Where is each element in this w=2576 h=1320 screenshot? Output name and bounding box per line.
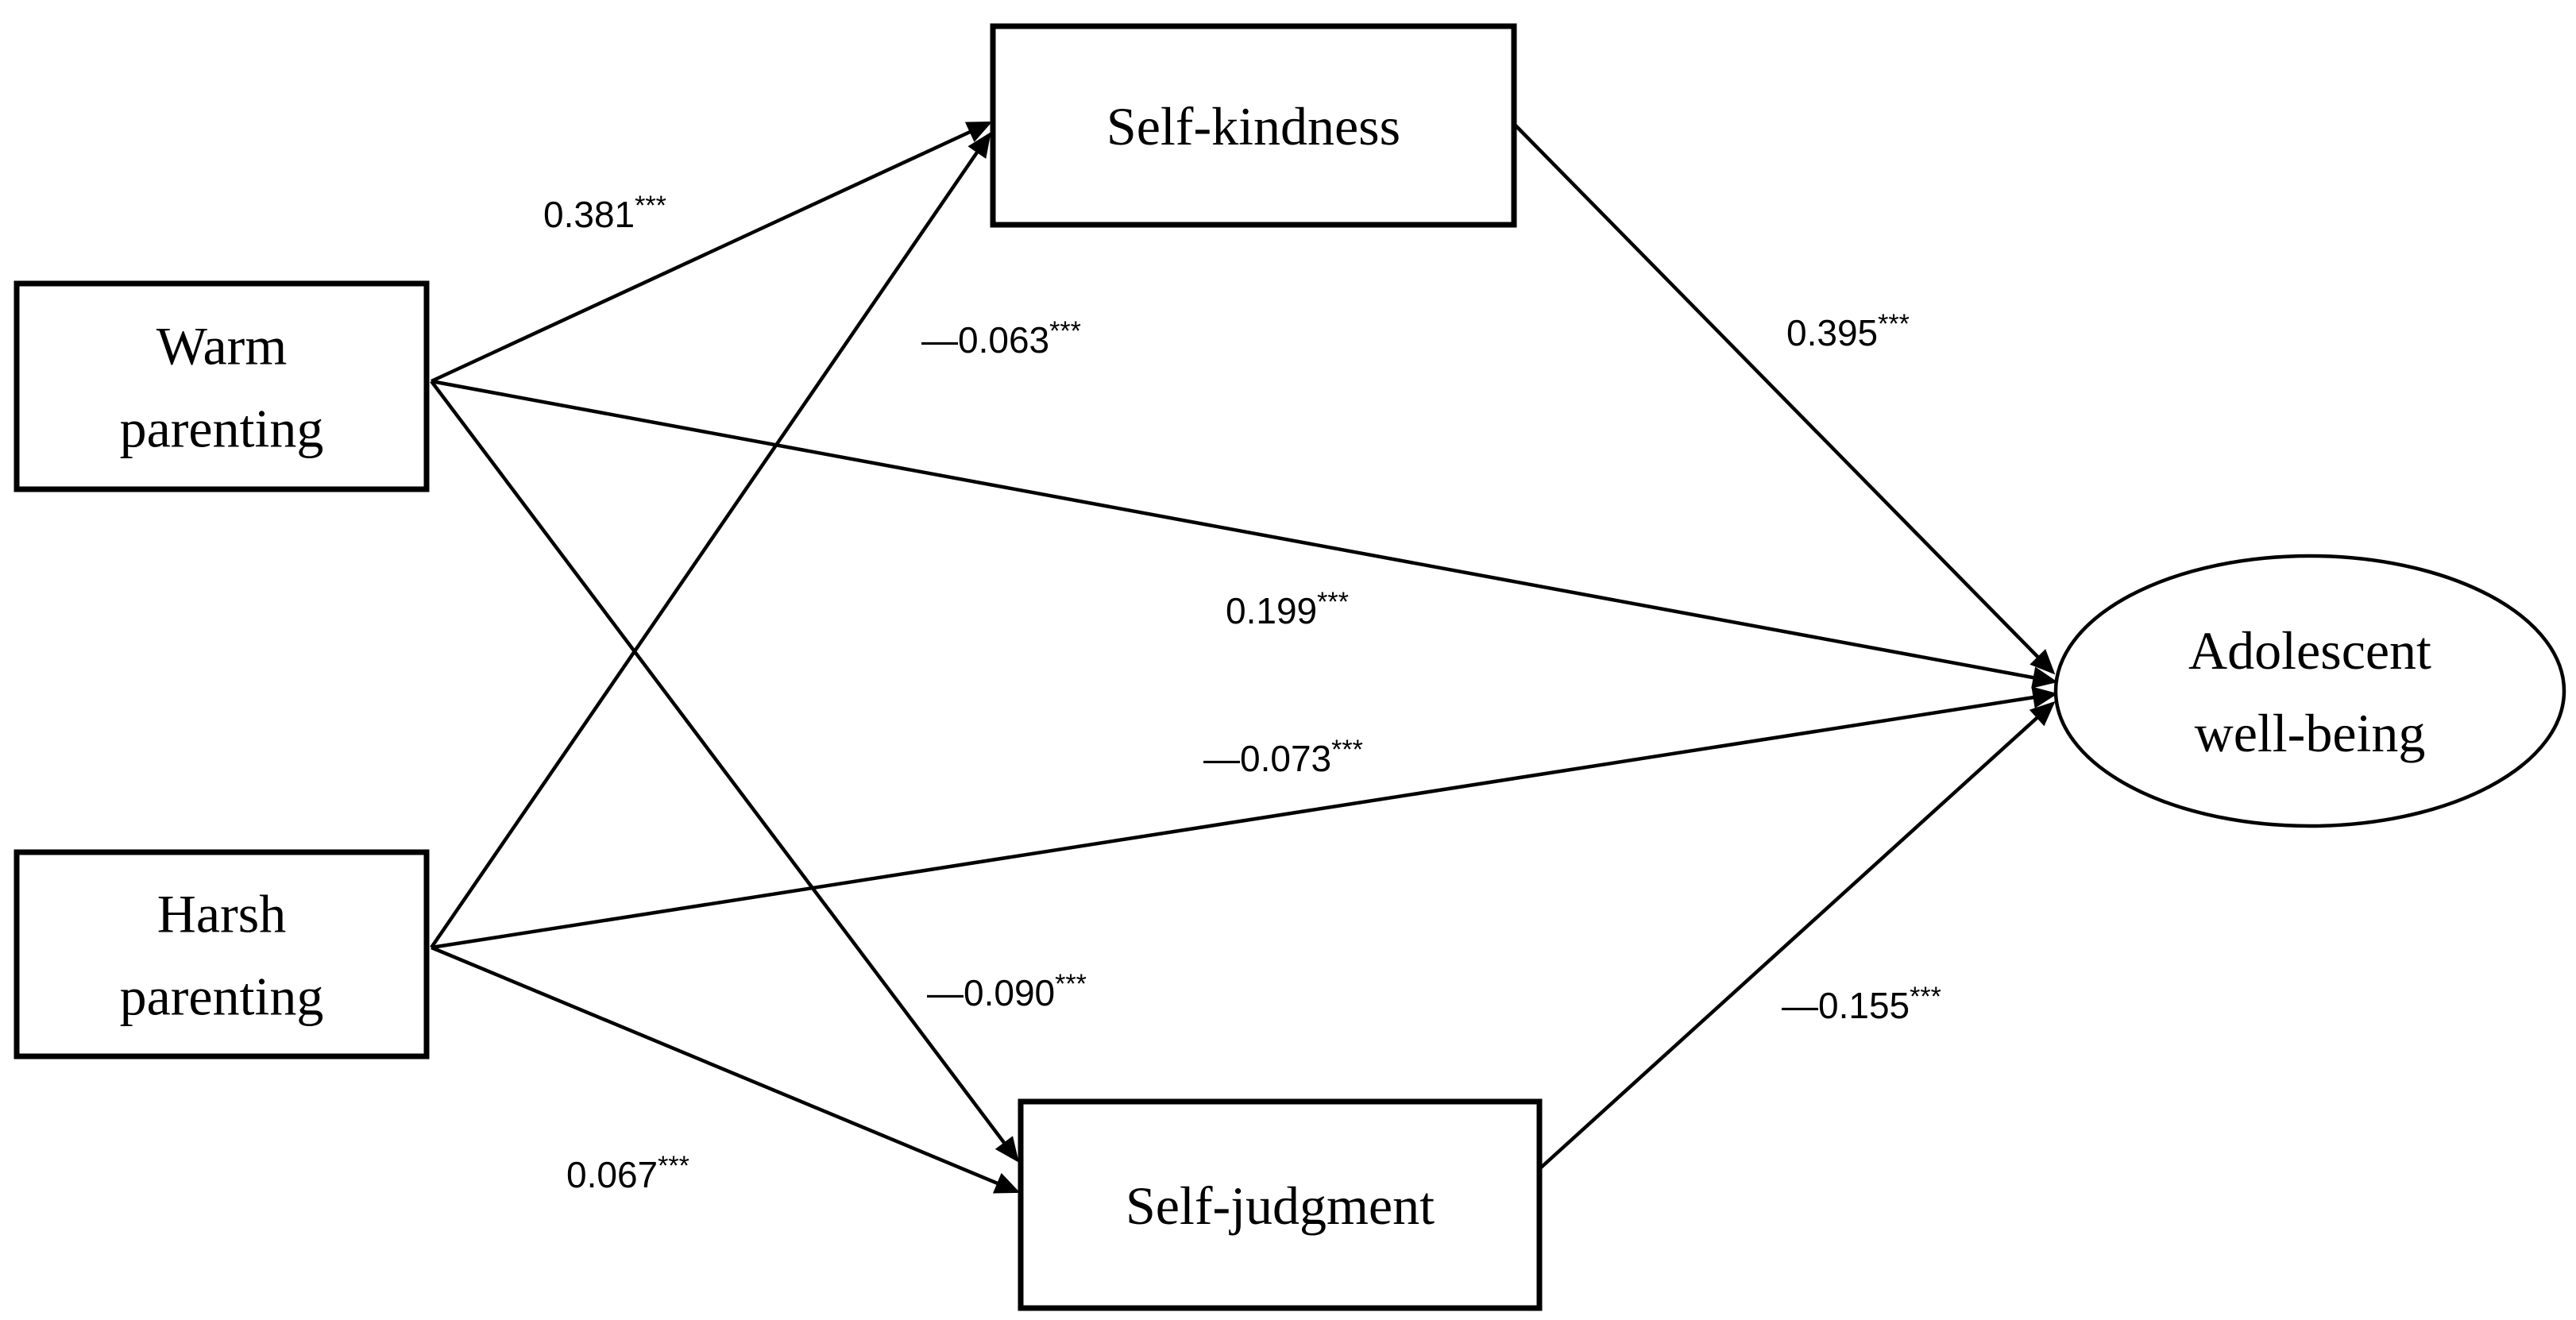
node-self-judgment-label: Self-judgment <box>1126 1175 1435 1236</box>
node-warm-parenting-box <box>14 280 430 492</box>
path-arrow-harsh-to-awb <box>431 686 2058 950</box>
path-arrow-warm-to-sk <box>431 121 993 384</box>
path-arrow-harsh-to-sk <box>430 132 991 949</box>
path-arrow-sk-to-awb <box>1514 124 2056 675</box>
path-arrow-warm-to-awb <box>431 379 2058 689</box>
coefficient-warm-to-sj: —0.090*** <box>927 969 1087 1013</box>
coefficient-sk-to-awb: 0.395*** <box>1786 309 1910 353</box>
node-self-kindness-label: Self-kindness <box>1106 96 1400 156</box>
node-self-kindness-box <box>990 23 1517 228</box>
coefficient-warm-to-awb: 0.199*** <box>1226 587 1349 631</box>
path-arrow-harsh-to-sj <box>431 945 1021 1194</box>
coefficient-warm-to-sk: 0.381*** <box>543 191 666 235</box>
path-arrow-sj-to-awb <box>1539 701 2056 1169</box>
node-self-judgment-box <box>1018 1098 1543 1311</box>
coefficient-harsh-to-sk: —0.063*** <box>921 316 1081 361</box>
coefficient-sj-to-awb: —0.155*** <box>1782 982 1941 1026</box>
coefficient-harsh-to-sj: 0.067*** <box>566 1151 689 1195</box>
node-adolescent-well-being-ellipse <box>2053 554 2566 828</box>
node-harsh-parenting-box <box>14 849 430 1059</box>
path-arrow-warm-to-sj <box>430 380 1019 1163</box>
coefficient-harsh-to-awb: —0.073*** <box>1203 735 1363 779</box>
